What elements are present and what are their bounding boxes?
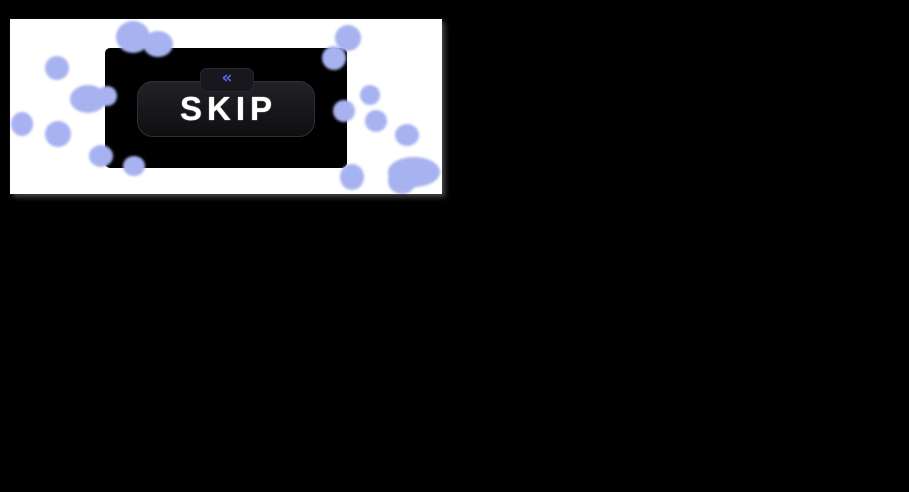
paint-blob — [388, 157, 440, 187]
drawing-canvas: SKIP « — [10, 19, 442, 194]
paint-blob — [45, 56, 69, 80]
paint-blob — [11, 112, 33, 136]
rewind-button[interactable]: « — [200, 68, 254, 92]
paint-blob — [365, 110, 387, 132]
paint-blob — [388, 168, 416, 194]
double-chevron-left-icon: « — [221, 68, 233, 88]
paint-blob — [395, 124, 419, 146]
paint-blob — [70, 85, 106, 113]
paint-blob — [45, 121, 71, 147]
paint-blob — [360, 85, 380, 105]
skip-button-label: SKIP — [179, 90, 278, 127]
paint-blob — [340, 164, 364, 190]
